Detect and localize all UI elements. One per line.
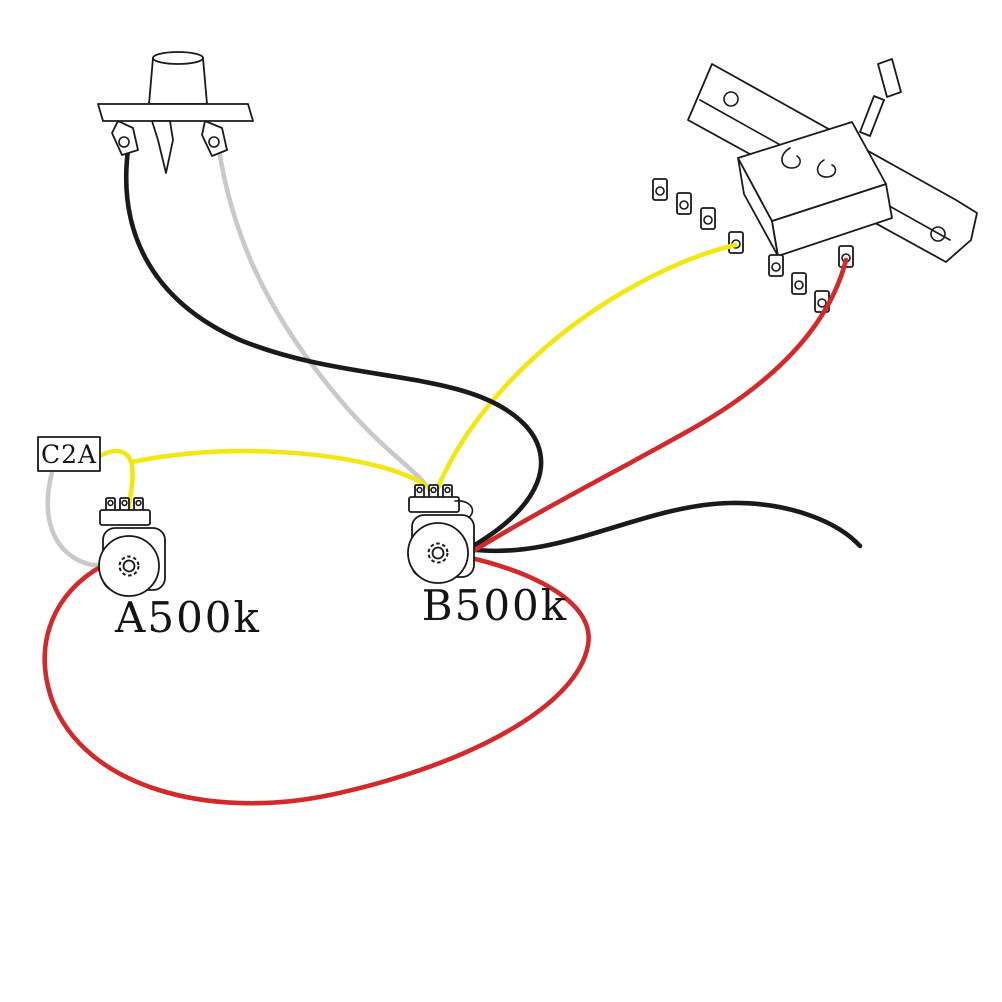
switch-lugs-front — [768, 254, 830, 313]
yellow-wire-pota-to-potb — [129, 448, 436, 495]
pota-lug-hole — [135, 499, 142, 507]
gray-wire-capacitor-loop — [45, 469, 110, 568]
black-wire-potb-to-right — [465, 500, 863, 554]
potb-shaft-gear — [431, 546, 445, 560]
switch-body-top-face — [737, 121, 887, 222]
pota-terminal-plate — [99, 509, 151, 526]
pickup-selector-switch — [652, 58, 978, 313]
capacitor-c2a: C2A — [37, 436, 101, 472]
red-wire-ground-loop — [42, 554, 591, 806]
switch-lug-hole — [703, 215, 713, 225]
red-wire-switch-to-potb — [467, 257, 849, 556]
switch-lever-tip — [877, 58, 902, 98]
switch-spring-contact-right — [816, 159, 837, 178]
label-a500k: A500k — [114, 593, 261, 642]
switch-lug-hole — [655, 186, 665, 196]
jack-lug-left-hole — [118, 136, 130, 148]
switch-spring-contact-left — [781, 147, 801, 169]
potb-lug-hole — [430, 486, 437, 494]
potb-terminal-plate — [408, 496, 460, 513]
potb-lug-hole — [416, 486, 423, 494]
potentiometer-b500k — [407, 484, 475, 584]
capacitor-box — [37, 436, 101, 472]
output-jack — [97, 51, 254, 174]
wires — [42, 147, 863, 806]
pota-shaft-gear — [122, 559, 136, 573]
switch-lugs-left — [652, 178, 716, 230]
switch-lug-hole — [771, 262, 781, 272]
label-c2a: C2A — [41, 440, 97, 469]
switch-lug-hole — [817, 298, 827, 308]
potb-shaft-gear-teeth — [427, 542, 449, 564]
switch-screw-hole-left — [723, 91, 739, 107]
pota-lug-hole — [107, 499, 114, 507]
pota-shaft-gear-teeth — [118, 555, 140, 577]
gray-wire-jack-to-potb — [216, 147, 434, 495]
potb-lug-hole — [444, 486, 451, 494]
switch-lever-blade — [859, 95, 885, 137]
jack-mounting-plate — [97, 103, 254, 122]
pota-lug-hole — [121, 499, 128, 507]
jack-lug-right-hole — [208, 136, 220, 148]
switch-lug-hole — [679, 200, 689, 210]
jack-sleeve-top — [152, 51, 204, 65]
jack-tip-prong — [151, 120, 174, 174]
black-wire-jack-to-potb — [123, 147, 544, 552]
label-b500k: B500k — [422, 581, 568, 630]
potentiometer-a500k — [98, 497, 166, 597]
yellow-wire-potb-to-switch — [433, 242, 738, 495]
switch-lug-hole — [794, 280, 804, 290]
yellow-wire-capacitor-to-pota — [97, 448, 135, 509]
